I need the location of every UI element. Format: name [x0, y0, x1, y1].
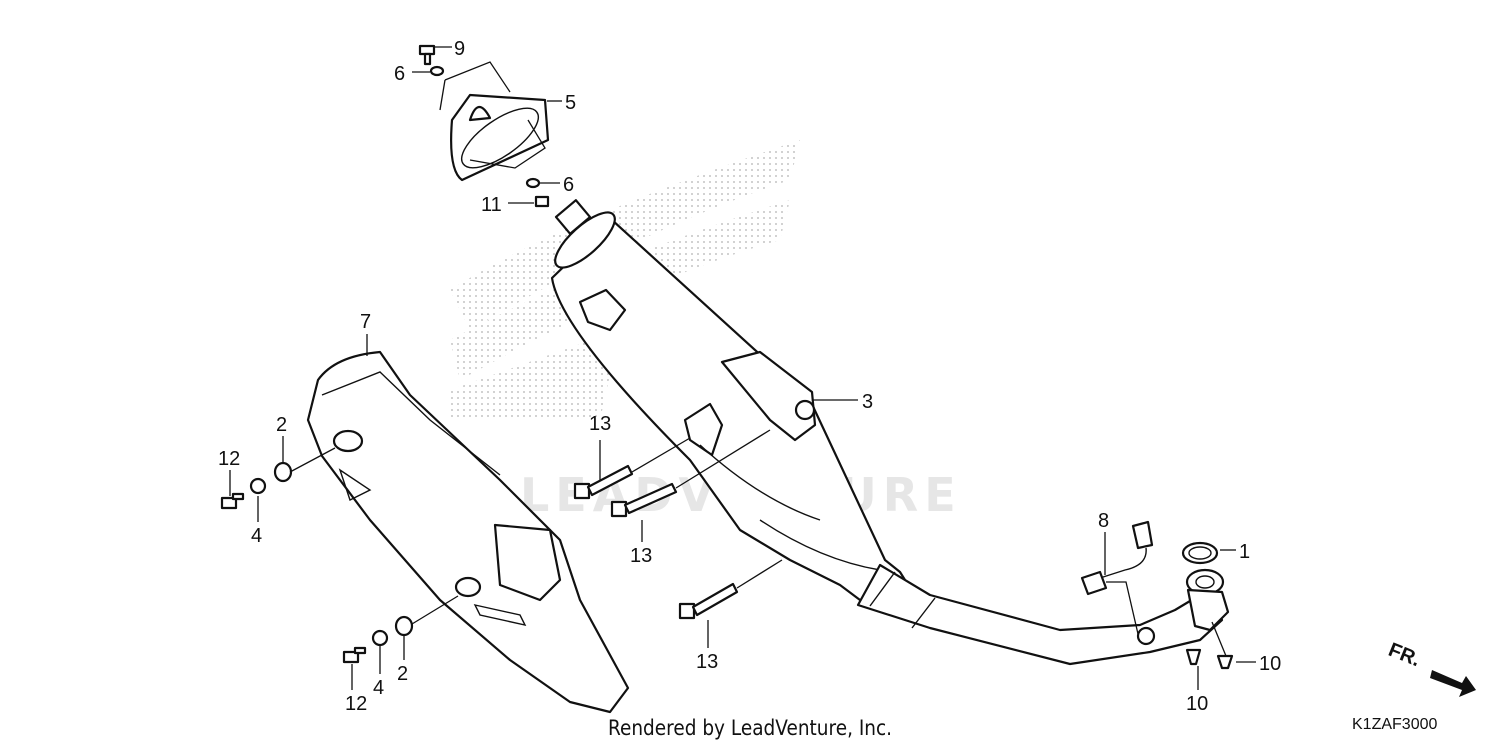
nut-10-lower — [1185, 648, 1202, 666]
bolt-13-lower — [678, 582, 739, 620]
collar-2-lower — [394, 615, 414, 637]
part-number-12-upper: 12 — [218, 448, 240, 470]
part-number-10-right: 10 — [1259, 653, 1281, 675]
bolt-12-upper — [220, 492, 245, 510]
part-number-7: 7 — [360, 311, 371, 333]
bolt-13-upper — [573, 464, 634, 500]
part-number-12-lower: 12 — [345, 693, 367, 715]
part-number-13-upper: 13 — [589, 413, 611, 435]
washer-4-upper — [249, 477, 267, 495]
muffler-protector — [306, 350, 630, 714]
screw-9 — [418, 44, 436, 66]
footer-credit: Rendered by LeadVenture, Inc. — [607, 716, 893, 740]
nut-10-right — [1216, 654, 1234, 670]
part-number-10-lower: 10 — [1186, 693, 1208, 715]
collar-6-bottom — [525, 177, 541, 189]
part-number-6-bottom: 6 — [563, 174, 574, 196]
nut-11 — [534, 195, 550, 208]
diagram-code: K1ZAF3000 — [1352, 716, 1438, 733]
part-number-6-top: 6 — [394, 63, 405, 85]
part-number-2-upper: 2 — [276, 414, 287, 436]
exhaust-pipe — [856, 563, 1230, 666]
part-number-3: 3 — [862, 391, 873, 413]
part-number-4-upper: 4 — [251, 525, 262, 547]
collar-2-upper — [273, 461, 293, 483]
end-cap-cover — [450, 93, 550, 182]
part-number-5: 5 — [565, 92, 576, 114]
bolt-12-lower — [342, 646, 367, 664]
collar-6-top — [429, 65, 445, 77]
o2-sensor — [1080, 520, 1154, 596]
front-arrow-icon — [1430, 670, 1476, 697]
part-number-13-middle: 13 — [630, 545, 652, 567]
part-number-2-lower: 2 — [397, 663, 408, 685]
part-number-1: 1 — [1239, 541, 1250, 563]
leader-lines — [229, 46, 1256, 690]
muffler — [550, 199, 907, 602]
gasket — [1181, 541, 1219, 565]
part-number-13-lower: 13 — [696, 651, 718, 673]
part-number-8: 8 — [1098, 510, 1109, 532]
part-number-9: 9 — [454, 38, 465, 60]
part-number-11: 11 — [481, 194, 502, 216]
part-number-4-lower: 4 — [373, 677, 384, 699]
bolt-13-middle — [610, 482, 678, 518]
washer-4-lower — [371, 629, 389, 647]
